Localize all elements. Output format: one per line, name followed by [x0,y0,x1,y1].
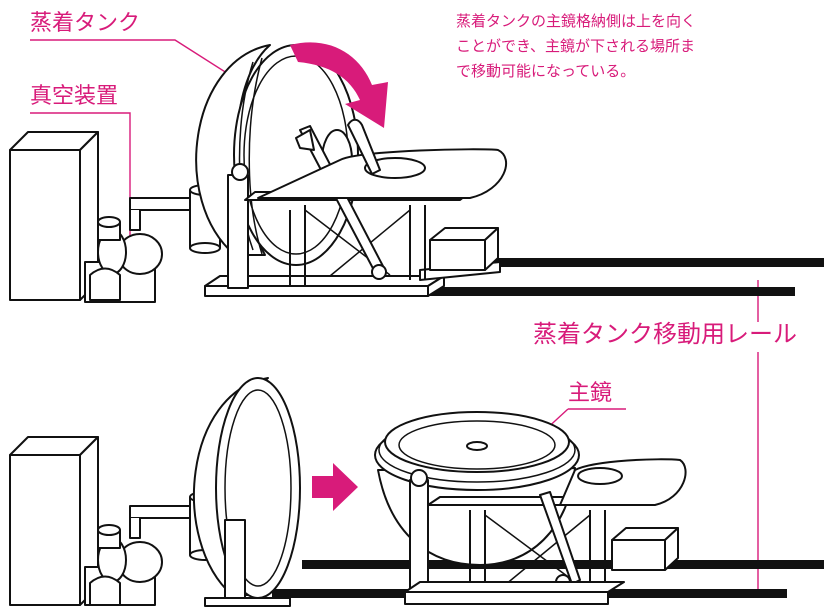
note-line-1: 蒸着タンクの主鏡格納側は上を向く [456,12,696,30]
vapor-tank-with-mirror [374,411,580,566]
cabinet-box-top [429,227,499,271]
mount-plate-bottom [559,458,687,506]
mirror-label: 主鏡 [568,381,612,406]
tank-label: 蒸着タンク [30,11,140,36]
mount-plate-top [257,118,508,199]
vapor-tank-bottom [193,377,301,607]
note-line-2: ことができ、主鏡が下される場所ま [456,37,695,55]
tank-support-bottom [404,469,653,605]
vapor-tank-top [195,44,359,266]
move-arrow [312,463,358,511]
rail-label: 蒸着タンク移動用レール [533,320,797,348]
vacuum-system-top [9,131,201,303]
rail-upper-bottom [302,560,824,569]
rotate-arrow [290,42,388,128]
note-line-3: で移動可能になっている。 [456,62,635,80]
rail-upper-top [470,258,824,267]
cabinet-box-bottom [611,527,679,571]
rail-lower-top [410,287,795,296]
vacuum-system-bottom [9,436,201,606]
vacuum-label: 真空装置 [30,84,118,109]
